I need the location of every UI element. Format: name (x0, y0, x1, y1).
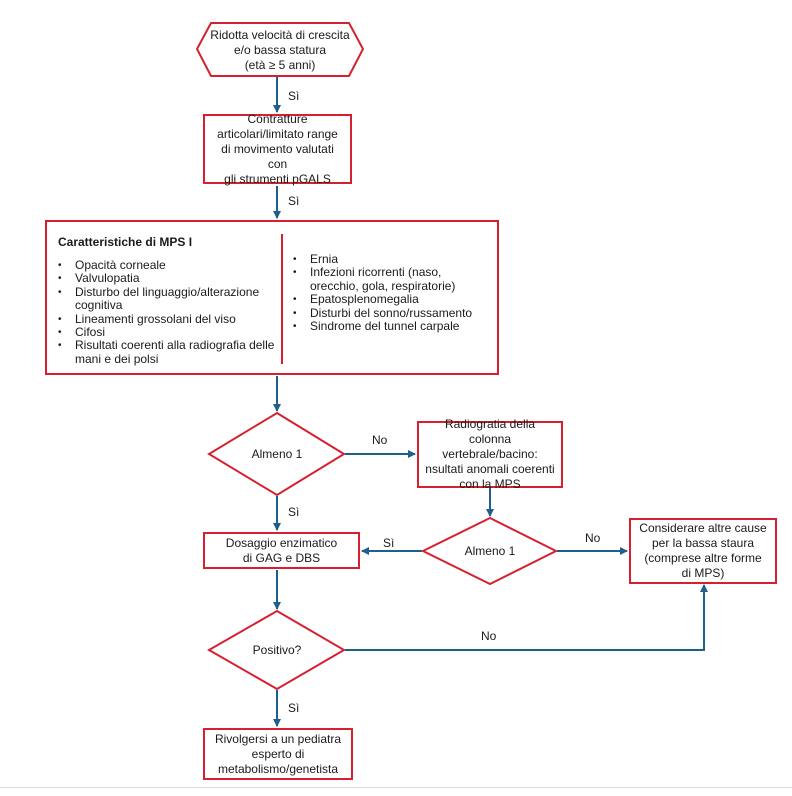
decision-3-label: Positivo? (252, 643, 302, 657)
edge-label-no: No (372, 433, 388, 447)
start-line-3: (età ≥ 5 anni) (244, 57, 316, 72)
xray-node: Radiogratia della colonna vertebrale/bac… (417, 417, 563, 491)
features-right-list: •Ernia •Infezioni ricorrenti (naso, orec… (293, 252, 493, 334)
features-left-list: •Opacità corneale •Valvulopatia •Disturb… (58, 258, 283, 366)
decision-2-diamond (420, 516, 559, 586)
edge-label-yes: Sì (383, 536, 395, 550)
other-causes-line-1: Considerare altre cause (639, 521, 767, 535)
contractures-line-4: gli strumenti pGALS (224, 171, 331, 186)
decision-2-label: Almeno 1 (464, 544, 516, 558)
feature-item: •Disturbi del sonno/russamento (293, 305, 473, 320)
contractures-line-3: di movimento valutati con (221, 141, 334, 171)
other-causes-line-2: per la bassa staura (651, 536, 755, 550)
feature-item: •Opacità corneale (58, 258, 166, 272)
edge-label-no: No (481, 629, 497, 643)
feature-item: •Risultati coerenti alla radiografia del… (58, 338, 275, 366)
start-line-2: e/o bassa statura (233, 42, 327, 57)
enzyme-line-1: Dosaggio enzimatico (225, 535, 338, 550)
enzyme-node: Dosaggio enzimatico di GAG e DBS (203, 532, 360, 569)
start-node: Ridotta velocità di crescita e/o bassa s… (205, 25, 355, 75)
feature-item: •Lineamenti grossolani del viso (58, 311, 236, 326)
feature-item: •Epatosplenomegalia (293, 292, 419, 307)
refer-line-1: Rivolgersi a un pediatra (214, 731, 342, 746)
bottom-rule (0, 787, 792, 788)
xray-line-4: con la MPS (459, 477, 521, 491)
feature-item: •Ernia (293, 252, 339, 266)
refer-line-2: esperto di (251, 746, 305, 761)
refer-line-3: metabolismo/genetista (217, 761, 339, 776)
decision-1-label: Almeno 1 (251, 447, 303, 461)
contractures-line-2: articolari/limitato range (217, 126, 338, 141)
edge-label-yes: Sì (288, 194, 300, 208)
edge-decision3-no-to-other (345, 584, 708, 651)
contractures-node: Contratture articolari/limitato range di… (203, 111, 352, 186)
edge-label-yes: Sì (288, 701, 300, 715)
start-hexagon (195, 22, 365, 77)
other-causes-line-3: (comprese altre forme (644, 551, 762, 565)
feature-item: •Sindrome del tunnel carpale (293, 319, 460, 334)
edge-label-yes: Sì (288, 505, 300, 519)
feature-item: •Infezioni ricorrenti (naso, orecchio, g… (293, 265, 456, 293)
edge-label-yes: Sì (288, 89, 300, 103)
start-line-1: Ridotta velocità di crescita (210, 27, 350, 42)
xray-line-1: Radiogratia della colonna (444, 417, 536, 446)
feature-item: •Disturbo del linguaggio/alterazione cog… (58, 284, 260, 313)
other-causes-node: Considerare altre cause per la bassa sta… (629, 518, 777, 584)
xray-line-3: nsultati anomali coerenti (425, 462, 555, 476)
features-divider (281, 234, 283, 364)
features-title: Caratteristiche di MPS I (58, 235, 193, 249)
decision-3-diamond (206, 609, 346, 691)
xray-line-2: vertebrale/bacino: (442, 447, 538, 461)
refer-node: Rivolgersi a un pediatra esperto di meta… (203, 728, 353, 780)
contractures-line-1: Contratture (247, 111, 308, 126)
feature-item: •Valvulopatia (58, 271, 140, 286)
decision-1-diamond (207, 411, 346, 497)
other-causes-line-4: di MPS) (681, 566, 725, 580)
enzyme-line-2: di GAG e DBS (242, 550, 321, 565)
mps-features-node: Caratteristiche di MPS I •Opacità cornea… (45, 220, 499, 375)
feature-item: •Cifosi (58, 325, 106, 340)
edge-label-no: No (585, 531, 601, 545)
